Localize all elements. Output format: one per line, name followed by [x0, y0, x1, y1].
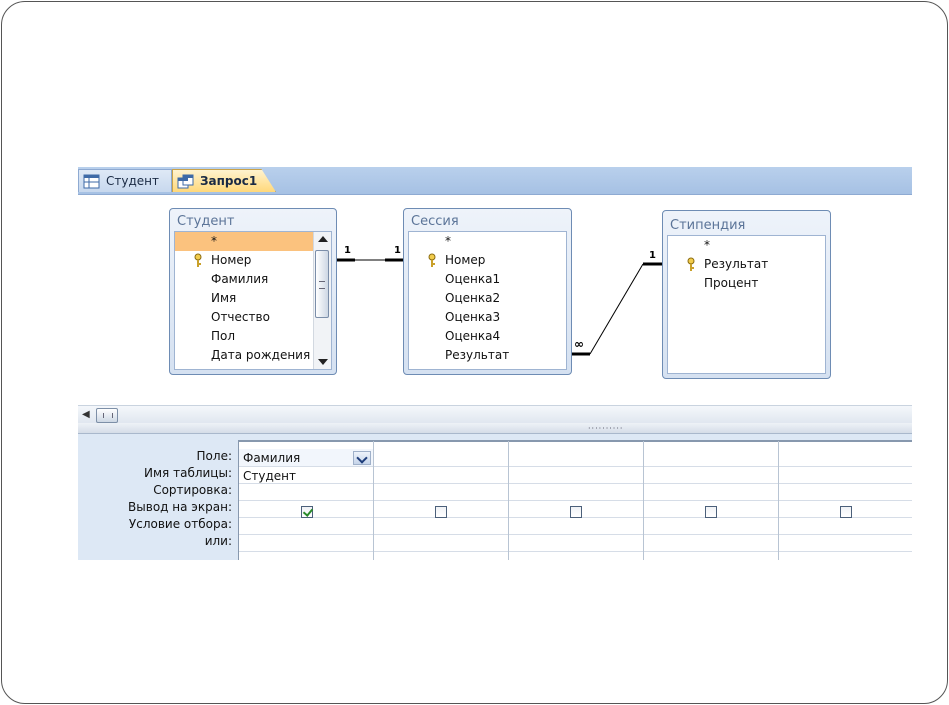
table-title: Студент: [177, 214, 235, 229]
field-item[interactable]: Номер: [409, 251, 566, 270]
row-label-or: или:: [204, 534, 232, 548]
field-item[interactable]: *: [704, 238, 710, 252]
show-checkbox[interactable]: [301, 506, 313, 518]
field-item[interactable]: *: [175, 232, 331, 251]
field-item[interactable]: Пол: [211, 329, 236, 343]
table-value[interactable]: Студент: [243, 469, 296, 483]
row-label-sort: Сортировка:: [153, 483, 232, 497]
show-checkbox[interactable]: [705, 506, 717, 518]
grid-column[interactable]: [644, 441, 779, 560]
field-list: * Номер Оценка1 Оценка2 Оценка3 Оценка4 …: [408, 231, 567, 370]
tab-query[interactable]: Запрос1: [172, 169, 276, 192]
field-value: Фамилия: [243, 451, 301, 465]
grid-cells: Фамилия Студент: [238, 440, 912, 560]
relation-label: 1: [344, 245, 351, 256]
field-item[interactable]: Процент: [704, 276, 759, 290]
row-label-table: Имя таблицы:: [144, 466, 232, 480]
field-dropdown[interactable]: Фамилия: [239, 449, 373, 466]
field-item[interactable]: Оценка2: [445, 291, 501, 305]
query-design-grid: Поле: Имя таблицы: Сортировка: Вывод на …: [78, 434, 912, 560]
field-item[interactable]: Фамилия: [211, 272, 269, 286]
scroll-thumb[interactable]: [315, 250, 329, 318]
access-query-designer: Студент Запрос1 1 1 ∞ 1: [78, 167, 912, 560]
relation-label: ∞: [574, 337, 584, 351]
chevron-down-icon: [356, 452, 368, 464]
table-box-session[interactable]: Сессия * Номер Оценка1 Оценка2 Оценка3 О…: [403, 208, 572, 375]
grid-column[interactable]: Фамилия Студент: [239, 441, 374, 560]
scroll-up-icon[interactable]: [318, 236, 328, 242]
tab-label: Запрос1: [200, 174, 258, 188]
table-box-student[interactable]: Студент * Номер Фамилия Имя Отчество Пол…: [169, 208, 337, 375]
field-item[interactable]: Отчество: [211, 310, 270, 324]
relation-label: 1: [394, 245, 401, 256]
query-icon: [177, 174, 194, 188]
relationship-lines: [337, 258, 662, 356]
scroll-thumb[interactable]: [96, 408, 118, 423]
document-tab-bar: Студент Запрос1: [78, 167, 912, 195]
field-item[interactable]: Оценка4: [445, 329, 501, 343]
row-label-show: Вывод на экран:: [128, 500, 232, 514]
field-list: * Результат Процент: [667, 235, 826, 374]
field-item[interactable]: Оценка3: [445, 310, 501, 324]
row-label-field: Поле:: [196, 449, 232, 463]
show-checkbox[interactable]: [570, 506, 582, 518]
field-item[interactable]: Имя: [211, 291, 237, 305]
table-box-scholarship[interactable]: Стипендия * Результат Процент: [662, 210, 831, 379]
relation-label: 1: [649, 250, 656, 261]
row-label-criteria: Условие отбора:: [128, 517, 232, 531]
show-checkbox[interactable]: [435, 506, 447, 518]
key-icon: [428, 253, 436, 267]
field-item[interactable]: *: [445, 234, 451, 248]
table-title: Стипендия: [670, 218, 746, 233]
pane-splitter[interactable]: ··········: [78, 423, 912, 434]
table-icon: [83, 174, 100, 188]
field-list: * Номер Фамилия Имя Отчество Пол Дата ро…: [174, 231, 332, 370]
key-icon: [687, 257, 695, 271]
scroll-left-icon[interactable]: ◀: [82, 409, 90, 420]
relation-line[interactable]: [589, 263, 644, 355]
scroll-down-icon[interactable]: [318, 359, 328, 365]
dropdown-button[interactable]: [353, 451, 371, 465]
horizontal-scrollbar[interactable]: ◀: [78, 405, 912, 424]
table-diagram-area: 1 1 ∞ 1 Студент * Номер Фамилия Имя Отче…: [78, 195, 912, 405]
field-item[interactable]: Результат: [668, 255, 825, 274]
field-item[interactable]: Оценка1: [445, 272, 501, 286]
tab-label: Студент: [106, 174, 159, 188]
grid-column[interactable]: [374, 441, 509, 560]
show-checkbox[interactable]: [840, 506, 852, 518]
grid-column[interactable]: [509, 441, 644, 560]
field-item[interactable]: Результат: [445, 348, 510, 362]
grid-column[interactable]: [779, 441, 912, 560]
field-item[interactable]: Номер: [175, 251, 331, 270]
splitter-grip-icon: ··········: [588, 424, 624, 433]
key-icon: [194, 253, 202, 267]
vertical-scrollbar[interactable]: [313, 232, 331, 369]
table-title: Сессия: [411, 214, 459, 229]
field-item[interactable]: Дата рождения: [211, 348, 311, 362]
tab-student[interactable]: Студент: [78, 169, 172, 192]
